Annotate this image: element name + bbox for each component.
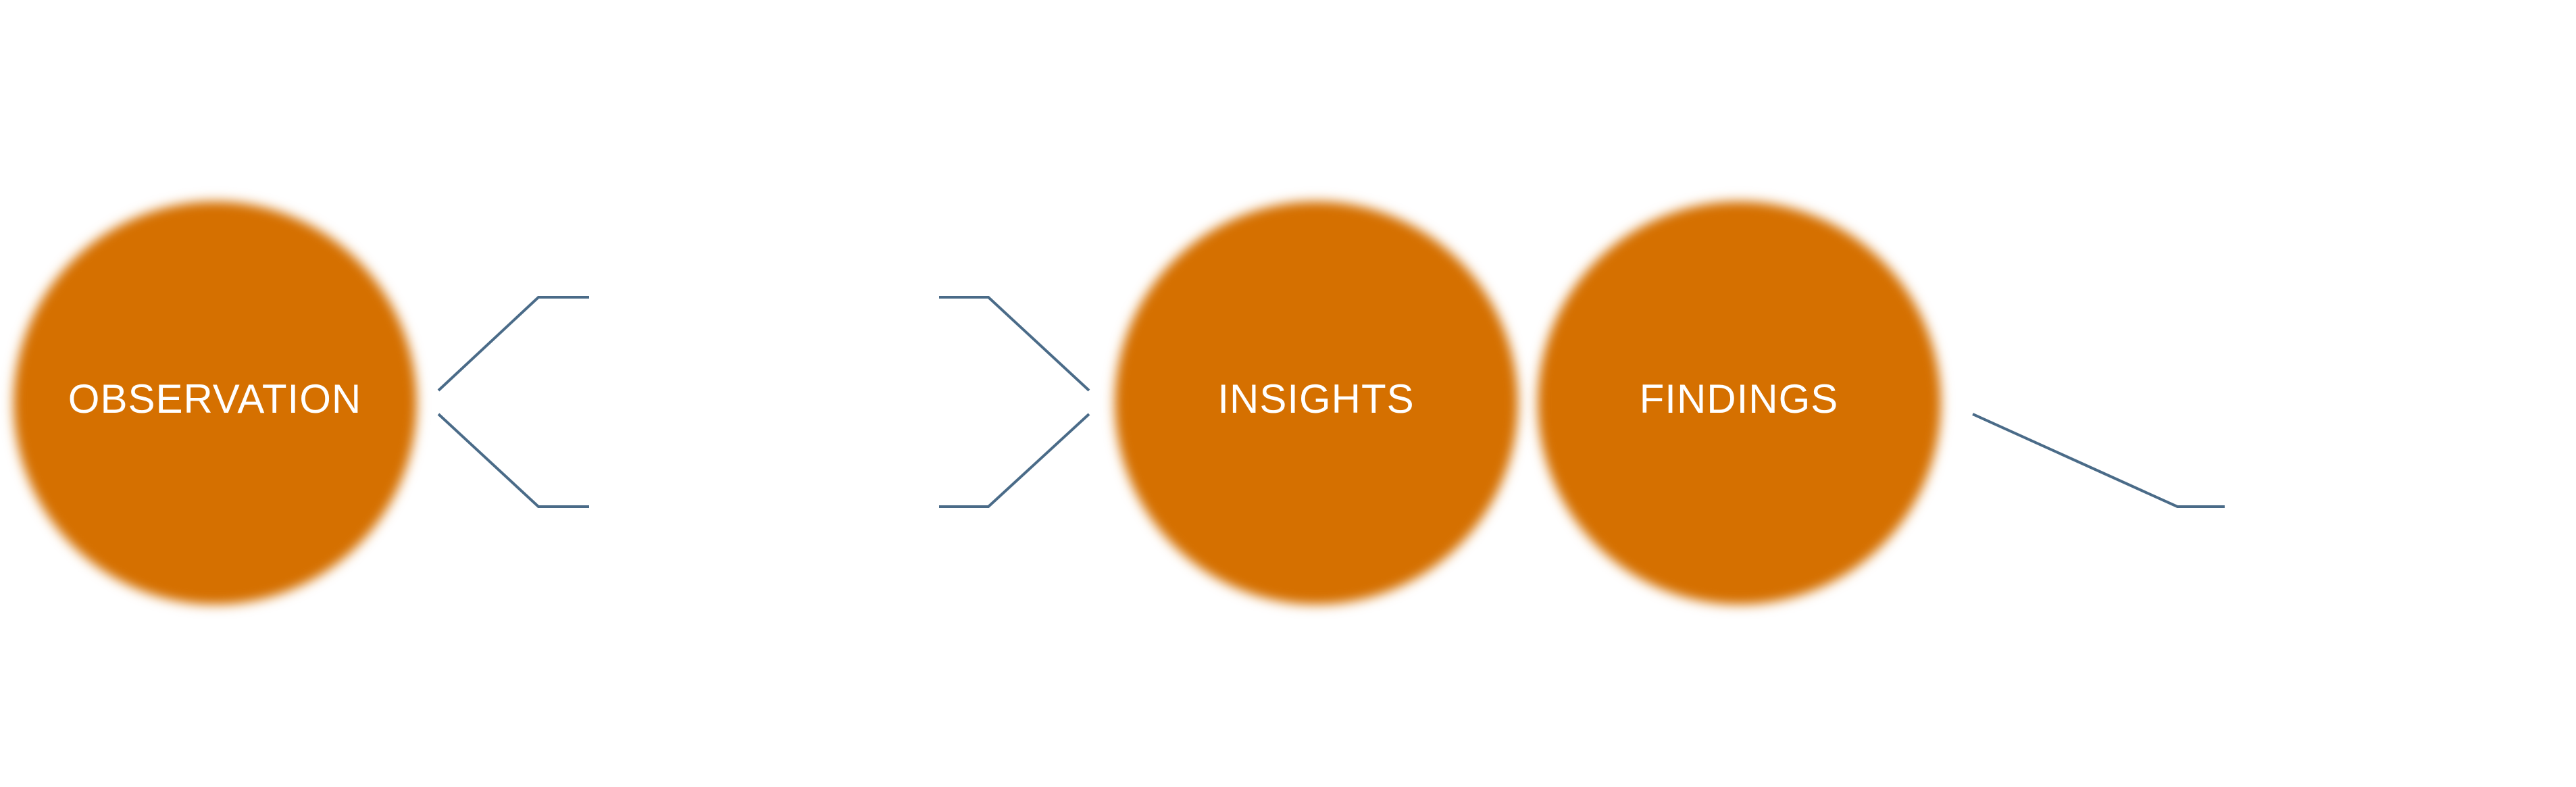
- observation-node: [22, 209, 409, 596]
- insights-node: [1123, 209, 1510, 596]
- findings-label: FINDINGS: [1639, 376, 1839, 422]
- connector-insights-upper: [939, 296, 1090, 392]
- insights-label: INSIGHTS: [1217, 376, 1415, 422]
- connector-observation-lower: [437, 413, 589, 508]
- connector-findings-lower: [1972, 413, 2225, 508]
- findings-node: [1546, 209, 1933, 596]
- connector-insights-lower: [939, 413, 1090, 508]
- connector-observation-upper: [437, 296, 589, 392]
- observation-label: OBSERVATION: [68, 376, 362, 422]
